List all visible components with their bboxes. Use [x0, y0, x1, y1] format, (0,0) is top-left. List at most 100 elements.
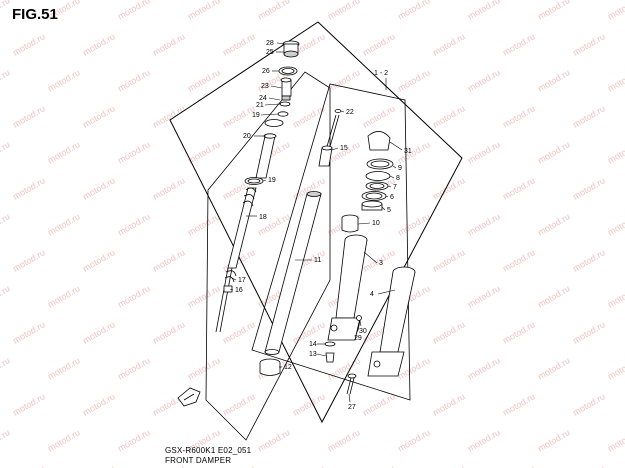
watermark-text: motod.ru: [536, 67, 572, 93]
watermark-text: motod.ru: [466, 67, 502, 93]
watermark-text: motod.ru: [11, 319, 47, 345]
watermark-text: motod.ru: [291, 463, 327, 468]
watermark-text: motod.ru: [0, 67, 12, 93]
watermark-text: motod.ru: [81, 175, 117, 201]
watermark-text: motod.ru: [46, 67, 82, 93]
damper-rod-subframe: [205, 71, 331, 441]
watermark-text: motod.ru: [46, 283, 82, 309]
watermark-text: motod.ru: [116, 427, 152, 453]
adjuster-body-part: [318, 145, 333, 167]
callout-31: 31: [404, 148, 412, 155]
axle-bolt-part: [346, 373, 357, 395]
watermark-text: motod.ru: [431, 247, 467, 273]
watermark-text: motod.ru: [606, 427, 625, 453]
watermark-text: motod.ru: [536, 0, 572, 22]
watermark-text: motod.ru: [396, 427, 432, 453]
callout-12: 12: [284, 364, 292, 371]
bottom-cup-part: [259, 358, 281, 376]
watermark-text: motod.ru: [46, 355, 82, 381]
watermark-text: motod.ru: [81, 31, 117, 57]
leader-line-27: [348, 393, 351, 403]
watermark-text: motod.ru: [536, 283, 572, 309]
watermark-text: motod.ru: [571, 319, 607, 345]
leader-line-29: [355, 329, 359, 335]
leader-line-5: [381, 206, 386, 211]
leader-line-6: [385, 195, 389, 198]
cap-bolt-part: [282, 40, 300, 58]
watermark-text: motod.ru: [221, 31, 257, 57]
callout-19a: 19: [252, 112, 260, 119]
watermark-text: motod.ru: [501, 391, 537, 417]
watermark-text: motod.ru: [571, 175, 607, 201]
watermark-text: motod.ru: [0, 283, 12, 309]
adjuster-rod-part: [325, 109, 342, 151]
small-bolt-part: [356, 315, 362, 331]
leader-line-19a: [260, 113, 279, 116]
rod-end-part: [223, 285, 233, 293]
leader-line-31: [389, 141, 403, 151]
watermark-text: motod.ru: [431, 463, 467, 468]
watermark-text: motod.ru: [536, 427, 572, 453]
leader-line-3: [363, 251, 378, 264]
watermark-text: motod.ru: [501, 31, 537, 57]
seal-rings-part: [361, 158, 394, 201]
callout-5: 5: [387, 207, 391, 214]
watermark-text: motod.ru: [151, 319, 187, 345]
callout-29: 29: [354, 335, 362, 342]
leader-line-13: [316, 353, 327, 357]
watermark-text: motod.ru: [81, 247, 117, 273]
watermark-text: motod.ru: [46, 211, 82, 237]
watermark-text: motod.ru: [466, 0, 502, 22]
watermark-text: motod.ru: [151, 175, 187, 201]
leader-line-30: [359, 320, 362, 327]
callout-27: 27: [348, 404, 356, 411]
watermark-text: motod.ru: [326, 0, 362, 22]
watermark-text: motod.ru: [326, 427, 362, 453]
leader-line-24: [268, 97, 281, 101]
callout-13: 13: [309, 351, 317, 358]
leader-line-23: [270, 85, 283, 89]
callout-28: 28: [266, 40, 274, 47]
spring-guide-part: [264, 119, 284, 127]
bolt-gasket-part: [324, 341, 336, 363]
watermark-text: motod.ru: [81, 103, 117, 129]
watermark-text: motod.ru: [186, 0, 222, 22]
figure-title: FIG.51: [12, 6, 58, 23]
washer-stack-part: [277, 101, 291, 117]
watermark-text: motod.ru: [501, 103, 537, 129]
watermark-text: motod.ru: [151, 103, 187, 129]
leader-line-21: [264, 103, 281, 106]
watermark-text: motod.ru: [536, 211, 572, 237]
watermark-text: motod.ru: [11, 103, 47, 129]
watermark-text: motod.ru: [571, 31, 607, 57]
watermark-text: motod.ru: [466, 139, 502, 165]
callout-26: 26: [262, 68, 270, 75]
guide-cylinder-part: [341, 214, 359, 233]
callout-6: 6: [390, 194, 394, 201]
watermark-text: motod.ru: [11, 175, 47, 201]
watermark-text: motod.ru: [116, 0, 152, 22]
callout-10: 10: [372, 220, 380, 227]
callout-11: 11: [314, 257, 321, 264]
callout-17: 17: [238, 277, 246, 284]
watermark-text: motod.ru: [606, 139, 625, 165]
front-direction-arrow-icon: [177, 387, 201, 407]
leader-line-10: [357, 222, 371, 225]
callout-15: 15: [340, 145, 348, 152]
watermark-text: motod.ru: [221, 391, 257, 417]
watermark-text: motod.ru: [256, 427, 292, 453]
damper-sleeve-part: [255, 133, 277, 179]
outer-tube-subframe: [251, 83, 411, 401]
watermark-text: motod.ru: [501, 463, 537, 468]
watermark-text: motod.ru: [116, 67, 152, 93]
footer-assembly-name: FRONT DAMPER: [165, 456, 232, 465]
watermark-text: motod.ru: [571, 247, 607, 273]
o-ring-part: [278, 66, 298, 76]
watermark-text: motod.ru: [151, 31, 187, 57]
leader-line-16: [229, 288, 234, 291]
watermark-text: motod.ru: [11, 391, 47, 417]
watermark-text: motod.ru: [431, 175, 467, 201]
leader-line-15: [331, 147, 339, 151]
